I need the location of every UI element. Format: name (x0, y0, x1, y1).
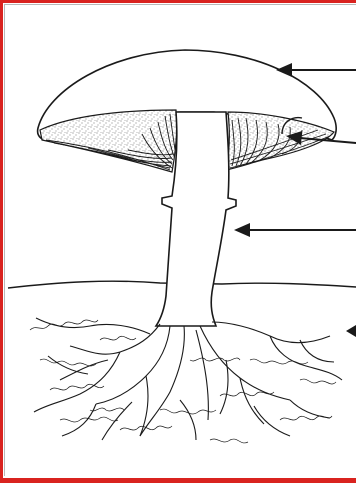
mycelium-tangle (30, 320, 336, 443)
mycelium (34, 318, 342, 440)
arrow-mycelium (346, 325, 356, 337)
arrow-stalk (234, 223, 250, 237)
